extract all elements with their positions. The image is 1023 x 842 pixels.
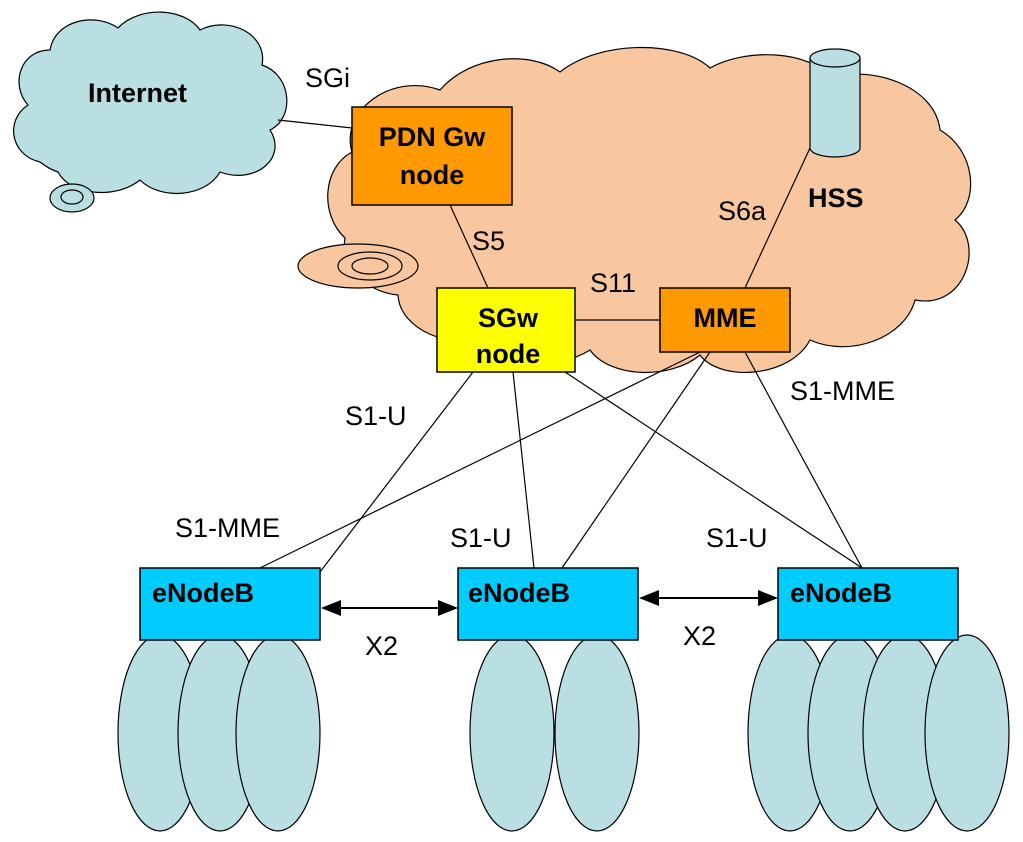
internet-cloud-shape bbox=[13, 11, 288, 195]
s1mme-link-enb3 bbox=[744, 351, 863, 569]
s1u-link-enb3 bbox=[564, 371, 863, 569]
sgi-link bbox=[277, 119, 353, 129]
radio-cells bbox=[117, 634, 1010, 832]
hss-cylinder-top bbox=[809, 48, 861, 68]
pdn-gw-box bbox=[351, 106, 513, 206]
s5-label: S5 bbox=[472, 226, 505, 256]
cell-ellipse bbox=[235, 634, 321, 832]
internet-cloud-puff-outer bbox=[49, 183, 95, 213]
sgw-box bbox=[436, 287, 576, 373]
enodeb-box bbox=[777, 567, 959, 641]
hss-cylinder-body bbox=[809, 58, 861, 158]
s6a-link bbox=[744, 147, 811, 289]
pdn-gw-node: PDN Gw node bbox=[351, 106, 513, 206]
enodeb-1: eNodeB bbox=[139, 567, 321, 641]
enodeb-label: eNodeB bbox=[790, 578, 892, 608]
x2-label-left: X2 bbox=[365, 631, 398, 661]
hss-label: HSS bbox=[808, 183, 864, 213]
s1u-link-enb1 bbox=[319, 371, 474, 573]
s1mme-link-enb1 bbox=[259, 351, 701, 569]
s1u-label-mid: S1-U bbox=[450, 523, 512, 553]
enodeb-box bbox=[457, 567, 639, 641]
mme-box bbox=[659, 287, 791, 353]
s1u-link-enb2 bbox=[512, 371, 535, 569]
s11-label: S11 bbox=[590, 268, 636, 298]
enodeb-label: eNodeB bbox=[152, 578, 254, 608]
s1mme-label-left: S1-MME bbox=[175, 513, 280, 543]
x2-label-right: X2 bbox=[683, 621, 716, 651]
s1u-label-right: S1-U bbox=[706, 523, 768, 553]
internet-cloud: Internet bbox=[13, 11, 288, 213]
pdn-gw-label-line2: node bbox=[400, 160, 465, 190]
core-cloud-shape bbox=[327, 46, 972, 373]
core-network-cloud bbox=[297, 46, 972, 373]
core-cloud-puff-outer bbox=[297, 243, 419, 289]
cell-ellipse bbox=[469, 634, 555, 832]
s1mme-label-right: S1-MME bbox=[790, 376, 895, 406]
mme-label: MME bbox=[694, 303, 757, 333]
mme-node: MME bbox=[659, 287, 791, 353]
s6a-label: S6a bbox=[718, 196, 767, 226]
sgw-label-line2: node bbox=[476, 339, 541, 369]
core-cloud-puff-mid bbox=[337, 251, 403, 281]
core-cloud-puff-inner bbox=[351, 257, 389, 275]
s1mme-link-enb2 bbox=[561, 351, 711, 569]
interface-labels: SGi S5 S11 S6a S1-U S1-MME S1-MME S1-U S… bbox=[175, 63, 895, 661]
enodeb-box bbox=[139, 567, 321, 641]
enodeb-label: eNodeB bbox=[468, 578, 570, 608]
sgi-label: SGi bbox=[305, 63, 350, 93]
enodeb-2: eNodeB bbox=[457, 567, 639, 641]
enodeb-3: eNodeB bbox=[777, 567, 959, 641]
links bbox=[259, 119, 863, 616]
internet-cloud-puff-inner bbox=[60, 189, 84, 205]
s5-link bbox=[449, 204, 489, 289]
pdn-gw-label-line1: PDN Gw bbox=[379, 122, 487, 152]
sgw-node: SGw node bbox=[436, 287, 576, 373]
s1u-label-left: S1-U bbox=[345, 401, 407, 431]
sgw-label-line1: SGw bbox=[478, 303, 539, 333]
cell-ellipse bbox=[554, 634, 640, 832]
hss-database: HSS bbox=[808, 48, 864, 213]
internet-label: Internet bbox=[88, 78, 187, 108]
cell-ellipse bbox=[924, 634, 1010, 832]
